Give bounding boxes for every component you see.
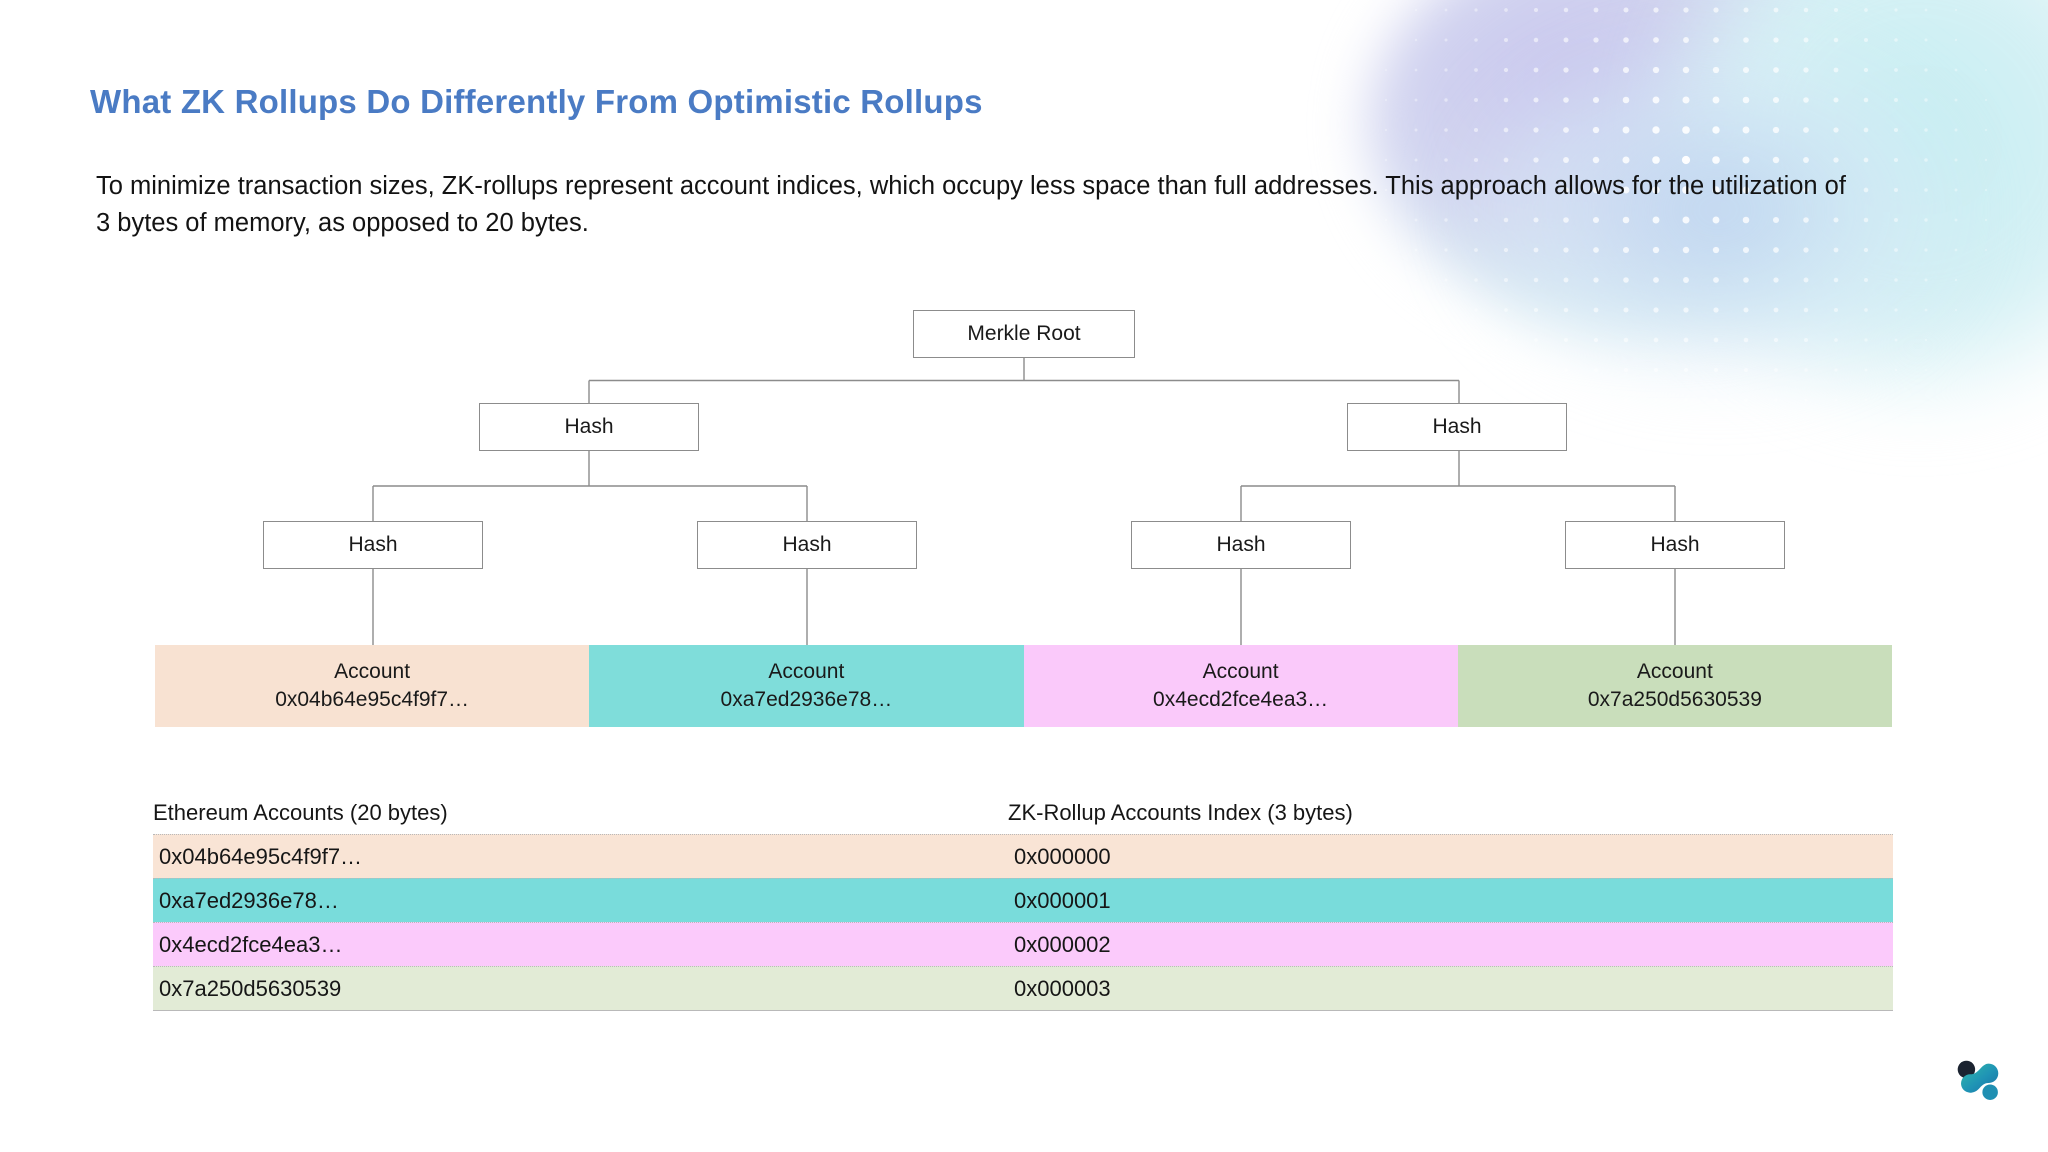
hash-node-label: Hash [1216,533,1266,556]
accounts-comparison-table: Ethereum Accounts (20 bytes) ZK-Rollup A… [153,800,1893,1016]
account-leaf-2: Account 0x4ecd2fce4ea3… [1023,645,1458,727]
hash-node-label: Hash [564,415,614,438]
cell-zk-index: 0x000000 [1014,843,1111,869]
hash-node-l3-2: Hash [1131,521,1351,569]
account-leaf-title: Account [768,660,845,684]
hash-node-l3-0: Hash [263,521,483,569]
account-leaf-title: Account [1202,660,1279,684]
hash-node-l2-0: Hash [479,403,699,451]
cell-zk-index: 0x000002 [1014,931,1111,957]
cell-ethereum-account: 0x04b64e95c4f9f7… [159,843,363,869]
intro-paragraph: To minimize transaction sizes, ZK-rollup… [96,172,1846,237]
hash-node-label: Hash [348,533,398,556]
cell-ethereum-account: 0x4ecd2fce4ea3… [159,931,343,957]
account-leaf-3: Account 0x7a250d5630539 [1457,645,1892,727]
account-leaf-1: Account 0xa7ed2936e78… [589,645,1024,727]
table-bottom-rule [153,1010,1893,1016]
hash-node-label: Hash [1432,415,1482,438]
cell-ethereum-account: 0xa7ed2936e78… [159,887,339,913]
hash-node-l3-3: Hash [1565,521,1785,569]
account-leaf-address: 0x4ecd2fce4ea3… [1153,688,1329,711]
table-row: 0x7a250d5630539 0x000003 [153,966,1893,1010]
column-header-ethereum-accounts: Ethereum Accounts (20 bytes) [153,800,448,825]
table-row: 0xa7ed2936e78… 0x000001 [153,878,1893,922]
page-title: What ZK Rollups Do Differently From Opti… [90,83,983,120]
cell-zk-index: 0x000001 [1014,887,1111,913]
merkle-root-node: Merkle Root [913,310,1135,358]
merkle-root-label: Merkle Root [967,322,1081,345]
cell-zk-index: 0x000003 [1014,975,1111,1001]
hash-node-l3-1: Hash [697,521,917,569]
account-leaf-address: 0xa7ed2936e78… [720,688,893,711]
account-leaf-address: 0x7a250d5630539 [1587,688,1762,711]
account-leaf-address: 0x04b64e95c4f9f7… [275,688,470,711]
account-leaf-0: Account 0x04b64e95c4f9f7… [155,645,590,727]
merkle-tree-diagram: Merkle Root Hash Hash Hash Hash Hash Has… [0,310,2048,730]
hash-node-label: Hash [782,533,832,556]
tree-connector-lines [372,358,1676,646]
table-row: 0x4ecd2fce4ea3… 0x000002 [153,922,1893,966]
cell-ethereum-account: 0x7a250d5630539 [159,975,342,1001]
brand-logo-icon [1957,1060,1999,1100]
account-leaf-title: Account [334,660,411,684]
account-leaf-title: Account [1636,660,1713,684]
hash-node-l2-1: Hash [1347,403,1567,451]
table-header-row: Ethereum Accounts (20 bytes) ZK-Rollup A… [153,800,1893,834]
table-row: 0x04b64e95c4f9f7… 0x000000 [153,834,1893,878]
account-leaf-row: Account 0x04b64e95c4f9f7… Account 0xa7ed… [155,645,1892,727]
hash-node-label: Hash [1650,533,1700,556]
column-header-zk-index: ZK-Rollup Accounts Index (3 bytes) [1008,800,1353,825]
